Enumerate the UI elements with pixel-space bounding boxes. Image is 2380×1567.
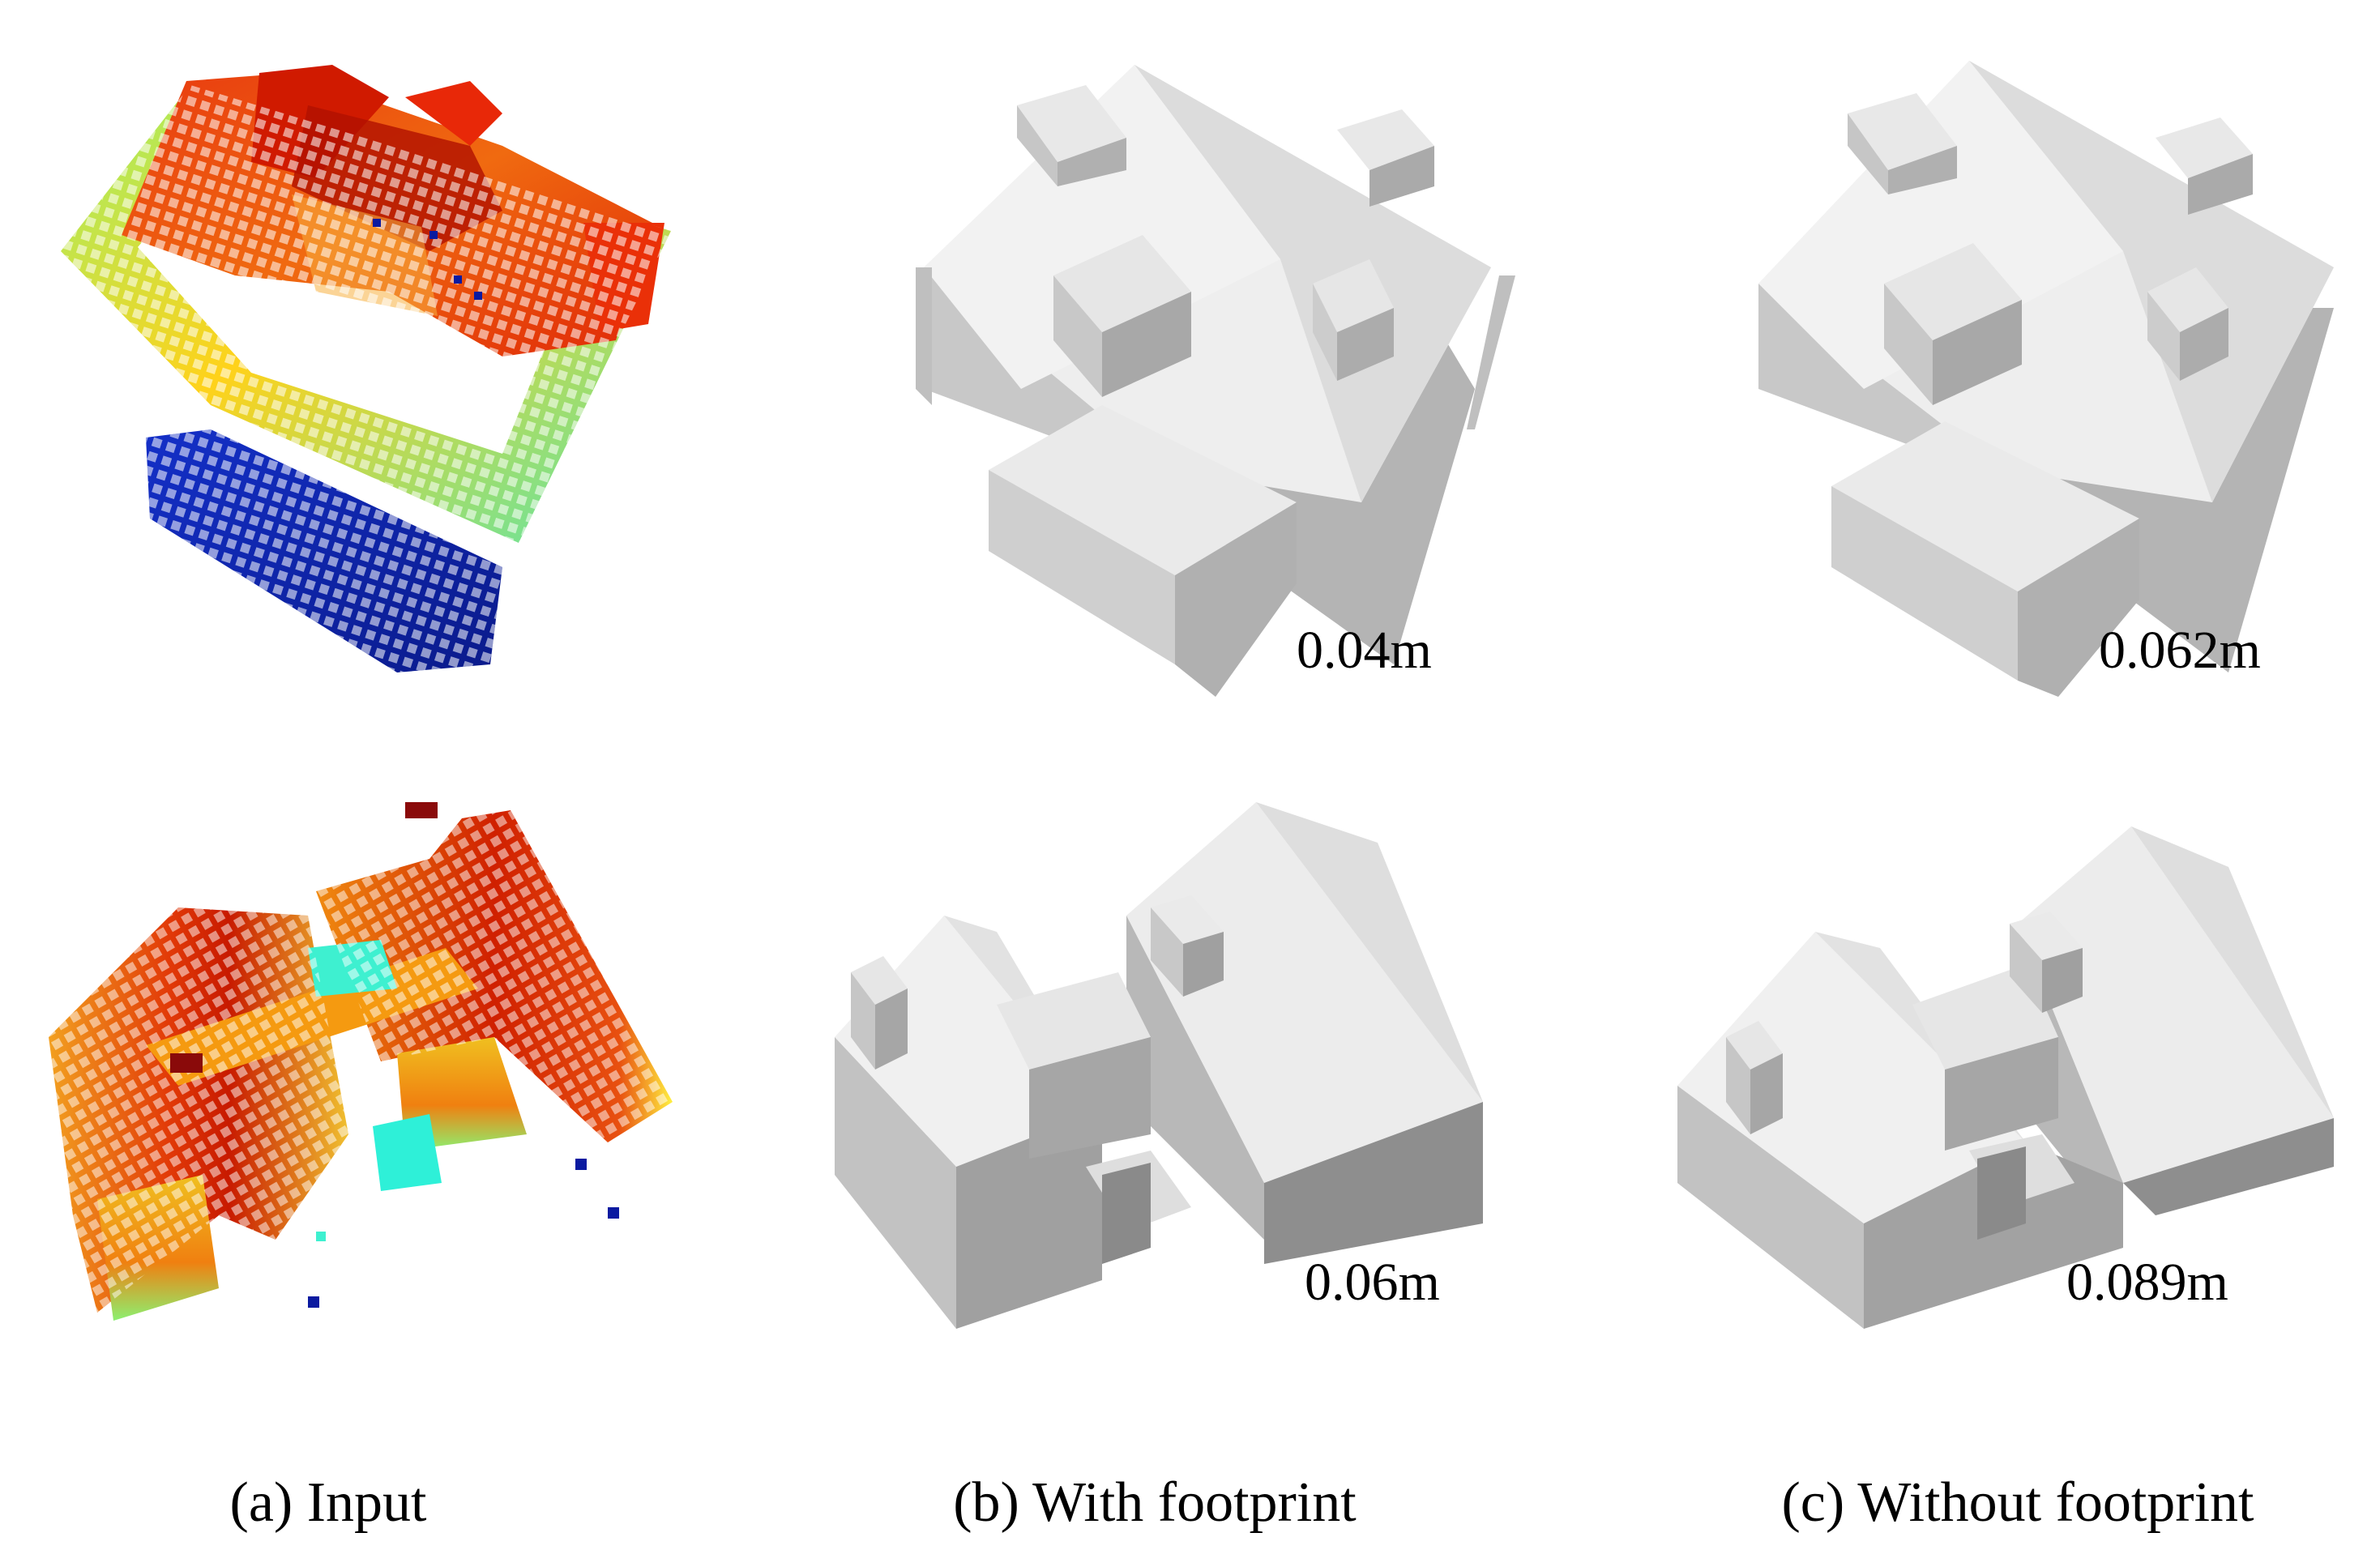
error-label-without-footprint-row2: 0.089m	[2066, 1253, 2228, 1312]
input-point-cloud-row2	[41, 794, 705, 1329]
caption-with-footprint: (b) With footprint	[953, 1471, 1357, 1534]
model-without-footprint-row2	[1669, 794, 2342, 1329]
caption-input: (a) Input	[229, 1471, 427, 1534]
input-point-cloud-row1	[49, 49, 697, 697]
model-with-footprint-row2	[810, 794, 1523, 1329]
model-with-footprint-row1	[908, 49, 1540, 713]
error-label-with-footprint-row1: 0.04m	[1297, 621, 1432, 680]
caption-without-footprint: (c) Without footprint	[1781, 1471, 2254, 1534]
error-label-without-footprint-row1: 0.062m	[2099, 621, 2261, 680]
model-without-footprint-row1	[1742, 49, 2358, 697]
error-label-with-footprint-row2: 0.06m	[1305, 1253, 1440, 1312]
